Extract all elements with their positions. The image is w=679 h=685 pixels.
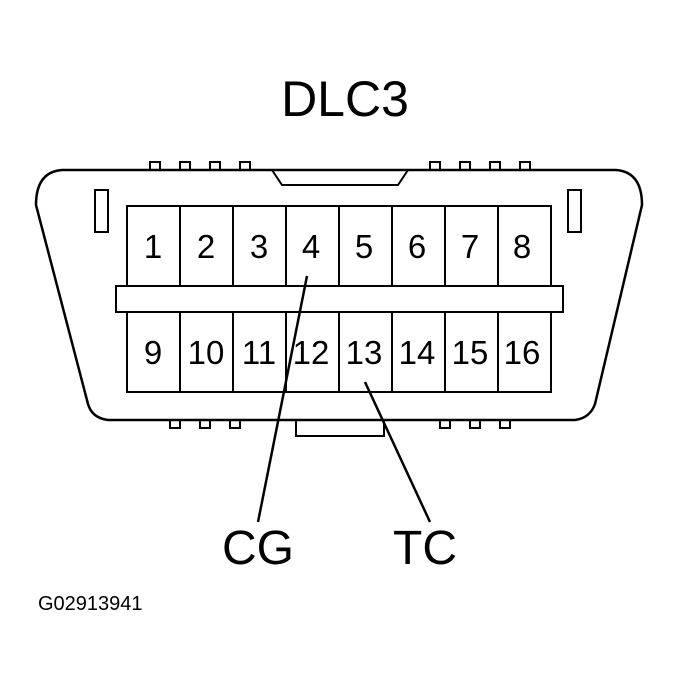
pin-label-5: 5 — [355, 228, 373, 265]
pin-label-3: 3 — [250, 228, 268, 265]
pin-label-12: 12 — [293, 334, 330, 371]
top-pin-row — [126, 205, 552, 287]
connector-body — [34, 168, 644, 422]
pin-label-6: 6 — [408, 228, 426, 265]
pin-label-1: 1 — [144, 228, 162, 265]
pin-label-7: 7 — [461, 228, 479, 265]
separator-bar — [115, 285, 564, 313]
pin-label-11: 11 — [242, 334, 276, 371]
pin-label-4: 4 — [302, 228, 320, 265]
pin-label-15: 15 — [452, 334, 489, 371]
figure-id: G02913941 — [38, 593, 143, 615]
cg-label: CG — [222, 522, 294, 575]
right-latch — [567, 189, 582, 233]
bottom-pin-row — [126, 311, 552, 393]
pin-label-2: 2 — [197, 228, 215, 265]
cg-leader-line — [256, 275, 309, 523]
left-latch — [94, 189, 109, 233]
bottom-pin-labels: 9 10 11 12 13 14 15 16 — [144, 334, 541, 371]
pin-label-14: 14 — [399, 334, 436, 371]
pin-label-9: 9 — [144, 334, 162, 371]
tc-label: TC — [393, 522, 457, 575]
pin-label-10: 10 — [188, 334, 225, 371]
pin-label-13: 13 — [346, 334, 383, 371]
diagram-title: DLC3 — [281, 71, 409, 127]
pin-label-16: 16 — [504, 334, 541, 371]
top-teeth — [149, 161, 531, 186]
pin-label-8: 8 — [513, 228, 531, 265]
tc-leader-line — [363, 381, 432, 523]
top-pin-labels: 1 2 3 4 5 6 7 8 — [144, 228, 531, 265]
bottom-teeth — [169, 420, 511, 437]
